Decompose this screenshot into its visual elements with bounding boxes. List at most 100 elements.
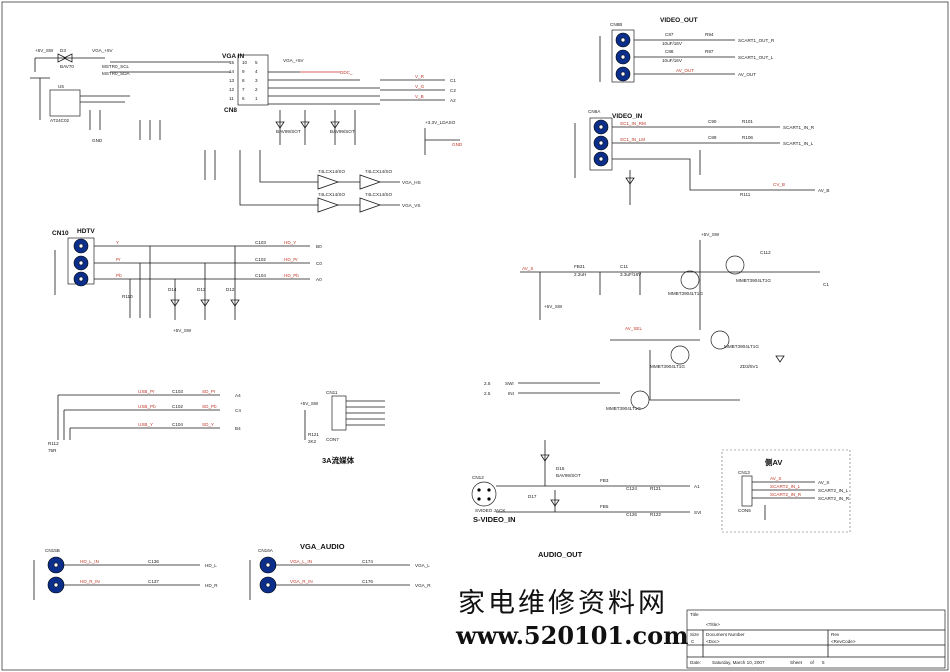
video-in-jack-2-pin: [598, 140, 604, 146]
hd-drop-wires: [129, 246, 236, 320]
date-label: Date:: [690, 660, 701, 665]
vi-net-2: SC1_IN_LM: [620, 137, 645, 142]
svideo-jack: [471, 481, 497, 507]
usb-rv: 75R: [48, 448, 57, 453]
buffer-wires: [239, 150, 400, 206]
cn10-label: CN10: [52, 230, 69, 237]
buffer-symbols: [317, 174, 382, 213]
video-out-block: VIDEO_OUT CN8B C87 C88 10uF/16V 10uF/16V…: [599, 17, 775, 83]
rgb-label-r: V_R: [415, 74, 425, 79]
usb-net-1: USB_Pr: [138, 389, 155, 394]
vga-pin-number: 2: [255, 87, 258, 92]
side-av-title: 侧AV: [765, 457, 782, 467]
hd-cap-2: C102: [255, 257, 266, 262]
m3a-wires: [304, 400, 385, 440]
vo-cap-value-1: 10uF/16V: [662, 41, 683, 46]
av-v25-1: 2.5: [484, 381, 491, 386]
usb-out-2: SD_Pb: [202, 404, 217, 409]
svideo-wires: [496, 440, 690, 513]
vi-res-2: R106: [742, 135, 753, 140]
vga-pin-number: 5: [255, 60, 258, 65]
side-net-3: SCART2_IN_R: [770, 492, 802, 497]
hd-net-pb: Pb: [116, 273, 122, 278]
vga-audio-cap-l: C174: [362, 559, 373, 564]
cn13-label: CN13: [738, 470, 750, 475]
svideo-pin-3: [477, 497, 481, 501]
hd-audio-jack-r-pin: [53, 582, 59, 588]
usb-cap-2: C102: [172, 404, 183, 409]
vo-cap-value-2: 10uF/16V: [662, 58, 683, 63]
hd-label-y: HD_Y: [284, 240, 296, 245]
vga-diode-row: BAV99/SOT BAV99/SOT +3.3V_LDASO GND: [275, 110, 463, 155]
av-ini: INI: [508, 391, 514, 396]
usb-cap-3: C104: [172, 422, 183, 427]
rev-value: <RevCode>: [831, 639, 856, 644]
vi-diode-wires: [629, 150, 701, 205]
title-value: <Title>: [706, 622, 720, 627]
vga-audio-net-r: VGA_R_IN: [290, 579, 313, 584]
hd-d1: D14: [168, 287, 177, 292]
vo-out-1: SCART1_OUT_R: [738, 38, 775, 43]
vga-pin-number: 4: [255, 69, 258, 74]
u5-label: U5: [58, 84, 64, 89]
u5-wires: [30, 61, 230, 120]
vga-audio-net-l: VGA_L_IN: [290, 559, 312, 564]
vga-pin-number: 15: [229, 60, 235, 65]
usb-pin-1: A4: [235, 393, 241, 398]
video-in-jack-3-pin: [598, 156, 604, 162]
sv-c2: C126: [626, 512, 637, 517]
av-qpart-4: MMBT3904LT1G: [650, 364, 685, 369]
av-switch-wires: [520, 240, 820, 401]
diode-symbols: [275, 121, 340, 129]
hd-diodes: [170, 299, 240, 307]
svideo-pin-4: [487, 497, 491, 501]
vcc-wire: [424, 128, 460, 155]
con7-label: CON7: [326, 437, 339, 442]
sv-d1: D15: [556, 466, 565, 471]
vga-in-block: +5V_SW VGA_+5V D3 BAV70 U5 AT24C02 MSTR0…: [30, 48, 463, 213]
date-value: Saturday, March 10, 2007: [712, 660, 765, 665]
ic-3: 74LCX14/SO: [318, 192, 345, 197]
hd-d3: D12: [226, 287, 235, 292]
rgb-out-2: C2: [450, 88, 456, 93]
usb-pin-2: C4: [235, 408, 241, 413]
hdtv-jack-pr-pin: [78, 260, 84, 266]
side-av-block: 侧AV CN13 CON5 AV_S SCART2_IN_L SCART2_IN…: [721, 449, 851, 533]
cn12-label: CN12: [472, 475, 484, 480]
sv-l2: FB5: [600, 504, 609, 509]
side-av-wires: [752, 481, 815, 520]
usb-cap-1: C103: [172, 389, 183, 394]
vga-audio-out-l: VGA_L: [415, 563, 430, 568]
u5-chip: [49, 89, 81, 117]
av-q8: [680, 270, 700, 290]
vga-pin-number: 7: [242, 87, 245, 92]
svideo-pin-1: [477, 488, 481, 492]
hd-label-pb: HD_Pb: [284, 273, 299, 278]
doc-value: <Doc>: [706, 639, 720, 644]
cn11-label: CN11: [326, 390, 338, 395]
sv-d2: D17: [528, 494, 537, 499]
side-out-3: SCART2_IN_R: [818, 496, 850, 501]
vga-audio-cap-r: C176: [362, 579, 373, 584]
vga-buffers: 74LCX14/SO 74LCX14/SO 74LCX14/SO 74LCX14…: [204, 150, 421, 213]
sda-label: MSTR0_SDA: [102, 71, 131, 76]
hd-vsw: +5V_SW: [173, 328, 192, 333]
sv-r2: R122: [650, 512, 661, 517]
d3-diode: [57, 53, 73, 63]
video-out-wires: [599, 36, 735, 82]
ic-2: 74LCX14/SO: [365, 169, 392, 174]
hd-out-3: A0: [316, 277, 322, 282]
hd-out-2: C0: [316, 261, 322, 266]
av-zd: ZD3/5V1: [740, 364, 759, 369]
hdtv-title: HDTV: [77, 228, 95, 235]
vga-audio-jack-r-pin: [265, 582, 271, 588]
vga-vcc-net: GND: [452, 142, 463, 147]
m3a-connector: [331, 395, 347, 431]
rgb-label-g: V_G: [415, 84, 425, 89]
av-vcap: C112: [760, 250, 771, 255]
gnd-label-1: GND: [92, 138, 103, 143]
hd-cap-3: C104: [255, 273, 266, 278]
left-diodes: [204, 150, 216, 180]
